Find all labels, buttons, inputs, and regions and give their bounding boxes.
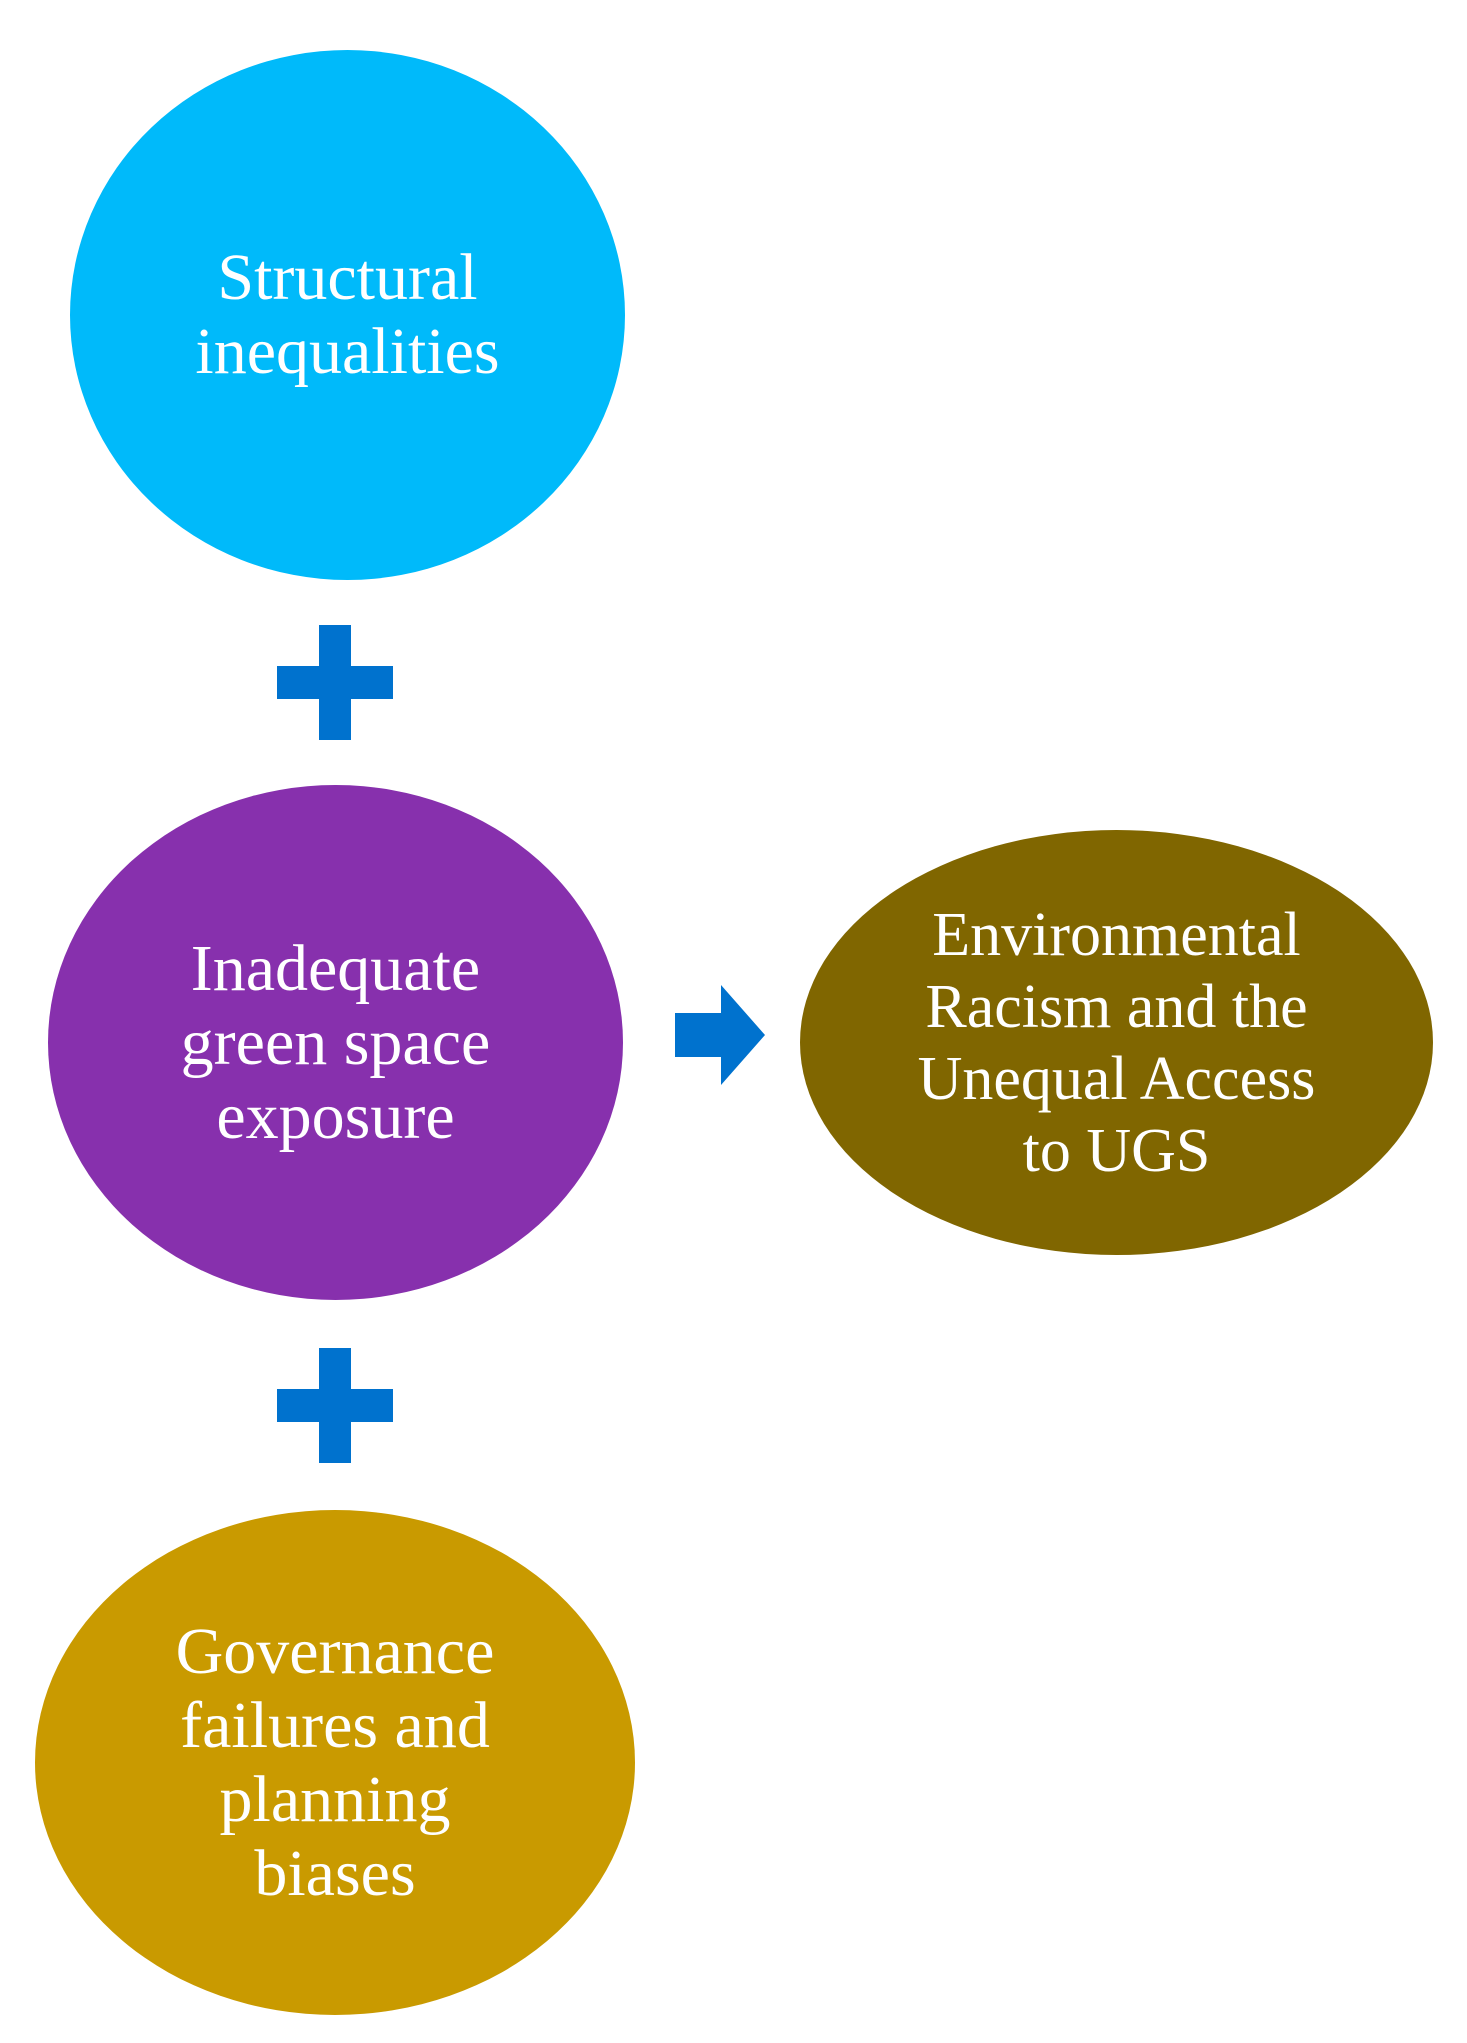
environmental-racism-label: Environmental Racism and the Unequal Acc… bbox=[917, 900, 1316, 1185]
plus-icon bbox=[277, 1348, 393, 1463]
environmental-racism-node: Environmental Racism and the Unequal Acc… bbox=[800, 830, 1433, 1255]
structural-inequalities-label: Structural inequalities bbox=[195, 241, 500, 388]
arrow-right-icon bbox=[675, 985, 765, 1085]
plus-icon bbox=[277, 625, 393, 740]
governance-failures-node: Governance failures and planning biases bbox=[35, 1510, 635, 2015]
structural-inequalities-node: Structural inequalities bbox=[70, 50, 625, 580]
inadequate-green-space-node: Inadequate green space exposure bbox=[48, 785, 623, 1300]
inadequate-green-space-label: Inadequate green space exposure bbox=[180, 931, 491, 1153]
governance-failures-label: Governance failures and planning biases bbox=[175, 1614, 495, 1910]
